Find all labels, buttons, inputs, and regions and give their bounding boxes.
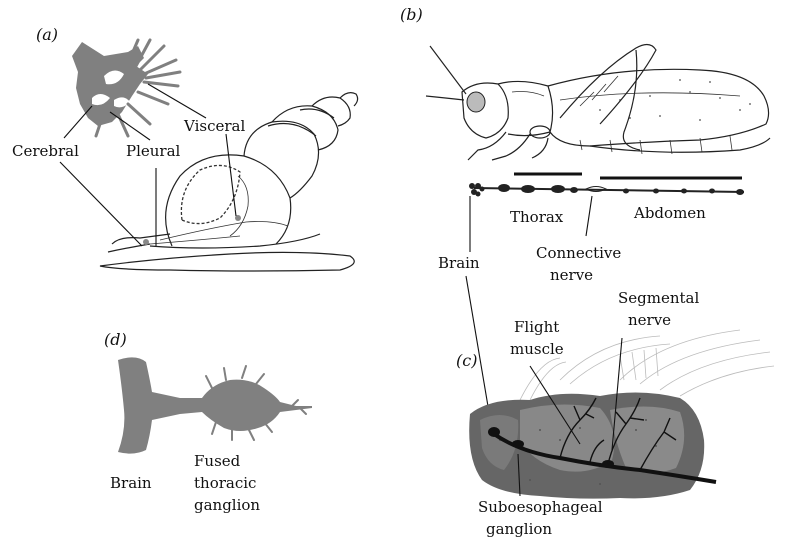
panel-a: (a)	[12, 25, 358, 271]
label-abdomen: Abdomen	[633, 204, 706, 222]
label-thorax: Thorax	[510, 208, 564, 226]
fly-cns-illustration	[118, 357, 312, 453]
panel-d-label: (d)	[104, 330, 127, 349]
snail-ganglia-illustration	[72, 40, 180, 136]
panel-d: (d) Brain Fused thoracic ganglion	[104, 330, 312, 514]
label-pleural: Pleural	[126, 142, 181, 160]
label-connective-2: nerve	[550, 266, 593, 284]
label-fused-3: ganglion	[194, 496, 260, 514]
grasshopper-nerve-chain	[469, 174, 744, 197]
label-visceral: Visceral	[183, 117, 245, 135]
label-suboesophageal-2: ganglion	[486, 520, 552, 538]
panel-a-label: (a)	[36, 25, 58, 44]
label-fused-2: thoracic	[194, 474, 256, 492]
panel-c: (c)	[456, 289, 774, 538]
label-connective-1: Connective	[536, 244, 621, 262]
label-cerebral: Cerebral	[12, 142, 79, 160]
panel-b-label: (b)	[400, 5, 423, 24]
label-fused-1: Fused	[194, 452, 241, 470]
grasshopper-illustration	[426, 44, 770, 160]
label-flight-2: muscle	[510, 340, 564, 358]
label-segmental-2: nerve	[628, 311, 671, 329]
label-brain-d: Brain	[110, 474, 152, 492]
label-flight-1: Flight	[514, 318, 559, 336]
label-segmental-1: Segmental	[618, 289, 699, 307]
label-suboesophageal-1: Suboesophageal	[478, 498, 603, 516]
label-brain-b: Brain	[438, 254, 480, 272]
connective-leader-line	[586, 196, 592, 236]
panel-c-label: (c)	[456, 351, 477, 370]
